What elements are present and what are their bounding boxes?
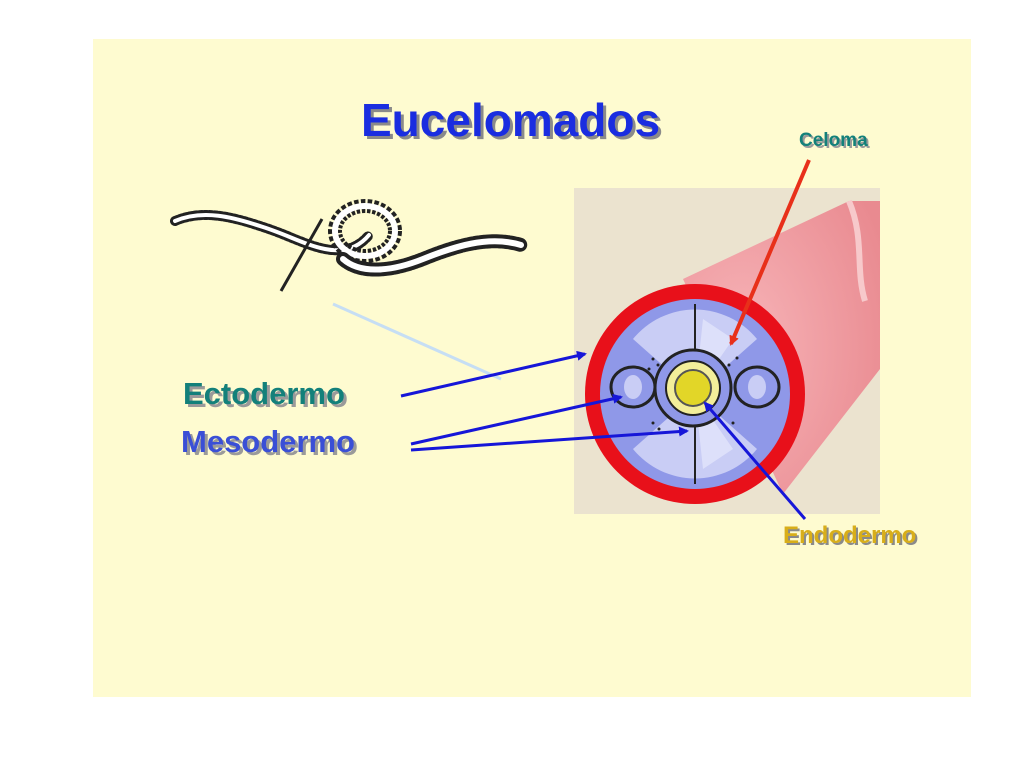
worm-illustration xyxy=(170,199,528,292)
endodermo-arrow xyxy=(703,401,807,520)
ectodermo-label: Ectodermo xyxy=(183,376,345,411)
celoma-arrow xyxy=(729,159,811,346)
slide-title: Eucelomados xyxy=(361,94,661,146)
cross-section-illustration xyxy=(574,188,880,514)
eucelomados-diagram xyxy=(170,159,880,520)
celoma-label: Celoma xyxy=(799,130,868,151)
mesodermo-arrow-upper xyxy=(410,393,623,446)
mesodermo-arrow-lower xyxy=(410,426,689,452)
ectodermo-arrow xyxy=(400,350,587,398)
mesodermo-label: Mesodermo xyxy=(181,424,355,459)
connector-line xyxy=(332,302,502,381)
slide: Eucelomados Celoma Ectodermo Mesodermo E… xyxy=(93,39,971,697)
endodermo-label: Endodermo xyxy=(783,522,917,549)
